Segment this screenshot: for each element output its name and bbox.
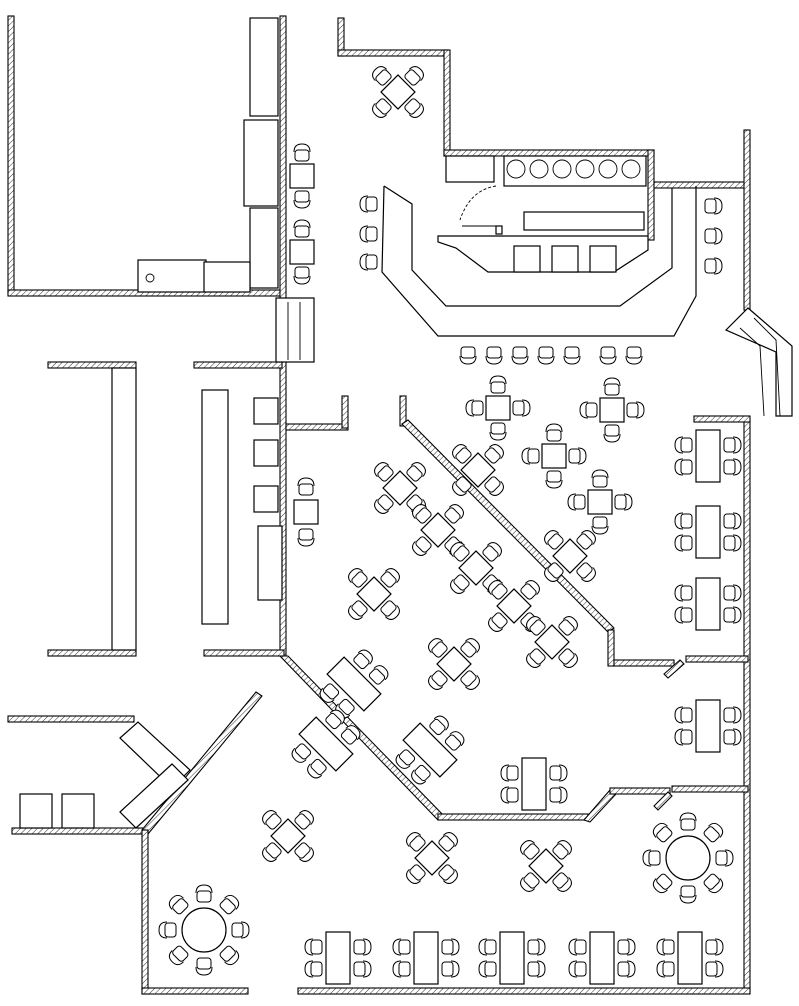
lobby-fixtures (19, 721, 191, 829)
entrance-steps (724, 307, 793, 417)
wall-tables-upper (289, 143, 315, 285)
bar-counter (359, 155, 723, 365)
storage-room (137, 17, 315, 363)
service-corridor (111, 367, 319, 651)
